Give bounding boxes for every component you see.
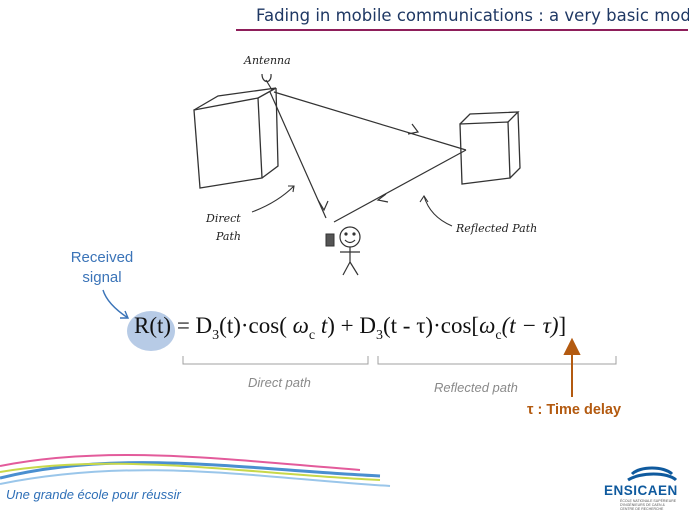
slide-title: Fading in mobile communications : a very… — [256, 6, 689, 25]
reflected-path-label: Reflected path — [434, 380, 518, 395]
direct-path-brace — [182, 356, 369, 365]
footer-swoosh — [0, 453, 391, 487]
reflected-path-pointer — [419, 195, 453, 227]
time-delay-label: τ : Time delay — [527, 402, 622, 418]
term2-args: (t - τ)·cos — [382, 313, 472, 338]
term2-omega: ω — [479, 313, 496, 338]
received-signal-line-1: Received — [70, 249, 134, 266]
equation-equals: = — [176, 313, 190, 338]
mobile-phone-icon — [325, 233, 335, 247]
received-signal-line-2: signal — [82, 269, 122, 286]
left-building — [193, 87, 279, 189]
term2-inner: (t − τ) — [501, 313, 559, 338]
ensicaen-logo-icon — [627, 466, 678, 482]
antenna-icon — [261, 73, 273, 91]
term2-open-bracket: [ — [471, 313, 480, 338]
term1-t: t — [315, 313, 328, 338]
equation-lhs: R(t) — [134, 313, 172, 338]
term2-d-sub: 3 — [375, 328, 383, 343]
reflected-path-brace — [377, 356, 617, 365]
direct-path-pointer — [251, 185, 295, 213]
term1-d-sub: 3 — [212, 328, 220, 343]
term2-close-bracket: ] — [558, 313, 567, 338]
antenna-label: Antenna — [243, 54, 291, 67]
term2-d: D — [359, 313, 376, 338]
right-building — [459, 111, 521, 185]
footer-tagline: Une grande école pour réussir — [6, 487, 181, 502]
term1-close: ) + — [327, 313, 360, 338]
ensicaen-logo-name: ENSICAEN — [604, 483, 678, 498]
received-signal-label: Received signal — [62, 248, 142, 288]
direct-path-sketch-label-2: Path — [215, 230, 241, 243]
term1-args: (t)·cos( — [219, 313, 293, 338]
term1-omega-sub: c — [308, 328, 316, 343]
title-underline — [236, 29, 688, 31]
direct-path-sketch-label-1: Direct — [205, 212, 241, 225]
received-signal-pointer — [102, 289, 130, 319]
signal-paths — [269, 91, 467, 223]
received-signal-highlight — [127, 311, 175, 351]
person-icon — [339, 226, 361, 276]
direct-path-label: Direct path — [248, 375, 311, 390]
term1-omega: ω — [292, 313, 309, 338]
term1-d: D — [195, 313, 213, 338]
time-delay-arrow — [563, 337, 581, 397]
ensicaen-logo-subtext: ÉCOLE NATIONALE SUPÉRIEURE D'INGÉNIEURS … — [620, 499, 677, 511]
reflected-path-sketch-label: Reflected Path — [455, 222, 537, 235]
signal-equation: R(t) = D3(t)·cos( ωc t) + D3(t - τ)·cos[… — [134, 313, 566, 344]
term2-omega-sub: c — [495, 328, 502, 343]
